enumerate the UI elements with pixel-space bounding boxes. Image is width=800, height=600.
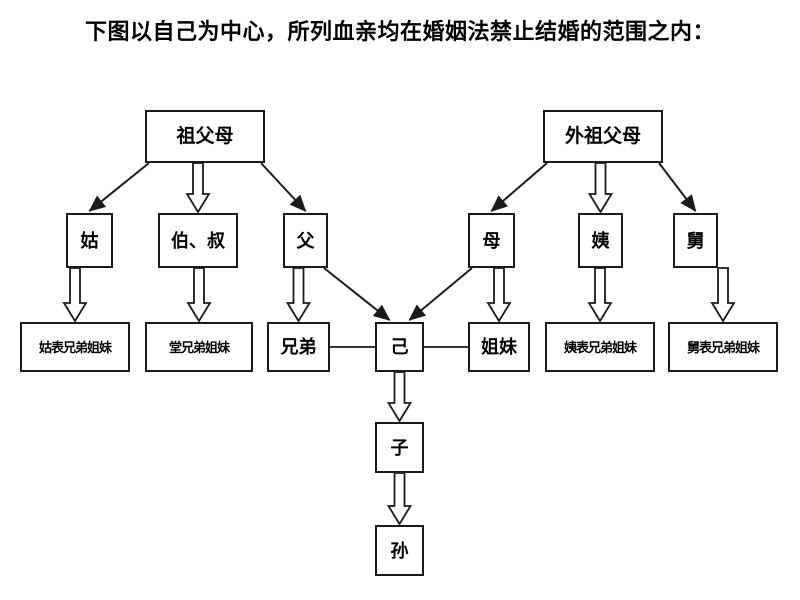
node-cousins-jiu[interactable]: 舅表兄弟姐妹: [668, 322, 778, 372]
node-label: 姨: [591, 230, 610, 251]
node-cousins-gu[interactable]: 姑表兄弟姐妹: [20, 322, 130, 372]
node-label: 父: [296, 230, 315, 251]
node-label: 姑表兄弟姐妹: [38, 339, 112, 355]
node-label: 伯、叔: [171, 230, 225, 251]
node-label: 堂兄弟姐妹: [168, 339, 230, 355]
edge-paternal-grandparents-to-father-line: [260, 162, 307, 212]
edge-mother-to-self-line: [408, 267, 473, 321]
node-label: 己: [390, 337, 409, 357]
node-label: 姨表兄弟姐妹: [563, 339, 637, 355]
node-mother[interactable]: 母: [468, 213, 515, 268]
page-title: 下图以自己为中心，所列血亲均在婚姻法禁止结婚的范围之内：: [84, 19, 715, 44]
node-label: 孙: [390, 540, 409, 561]
node-son[interactable]: 子: [375, 422, 424, 473]
node-uncle-maternal[interactable]: 舅: [673, 213, 718, 268]
node-label: 舅表兄弟姐妹: [686, 339, 760, 355]
node-cousins-yi[interactable]: 姨表兄弟姐妹: [545, 322, 655, 372]
node-label: 兄弟: [280, 337, 317, 357]
node-brothers[interactable]: 兄弟: [267, 322, 330, 372]
node-label: 子: [390, 437, 409, 458]
edge-paternal-grandparents-to-aunt-paternal-line: [88, 162, 150, 212]
node-cousins-tang[interactable]: 堂兄弟姐妹: [145, 322, 253, 372]
node-label: 母: [482, 230, 501, 251]
node-self[interactable]: 己: [375, 322, 424, 372]
node-label: 姐妹: [481, 337, 517, 357]
edge-father-to-self-line: [323, 267, 391, 321]
node-label: 舅: [686, 230, 705, 251]
node-label: 姑: [80, 230, 99, 251]
node-aunt-paternal[interactable]: 姑: [66, 213, 113, 268]
edge-maternal-grandparents-to-mother-line: [490, 162, 548, 212]
node-uncle-paternal[interactable]: 伯、叔: [158, 213, 238, 268]
node-maternal-grandparents[interactable]: 外祖父母: [543, 110, 663, 163]
node-label: 外祖父母: [564, 126, 641, 147]
edge-maternal-grandparents-to-uncle-maternal-line: [658, 162, 697, 212]
node-label: 祖父母: [176, 126, 234, 147]
node-sisters[interactable]: 姐妹: [468, 322, 530, 372]
node-father[interactable]: 父: [283, 213, 328, 268]
node-grandson[interactable]: 孙: [375, 525, 424, 576]
node-aunt-maternal[interactable]: 姨: [578, 213, 623, 268]
node-paternal-grandparents[interactable]: 祖父母: [145, 110, 265, 163]
